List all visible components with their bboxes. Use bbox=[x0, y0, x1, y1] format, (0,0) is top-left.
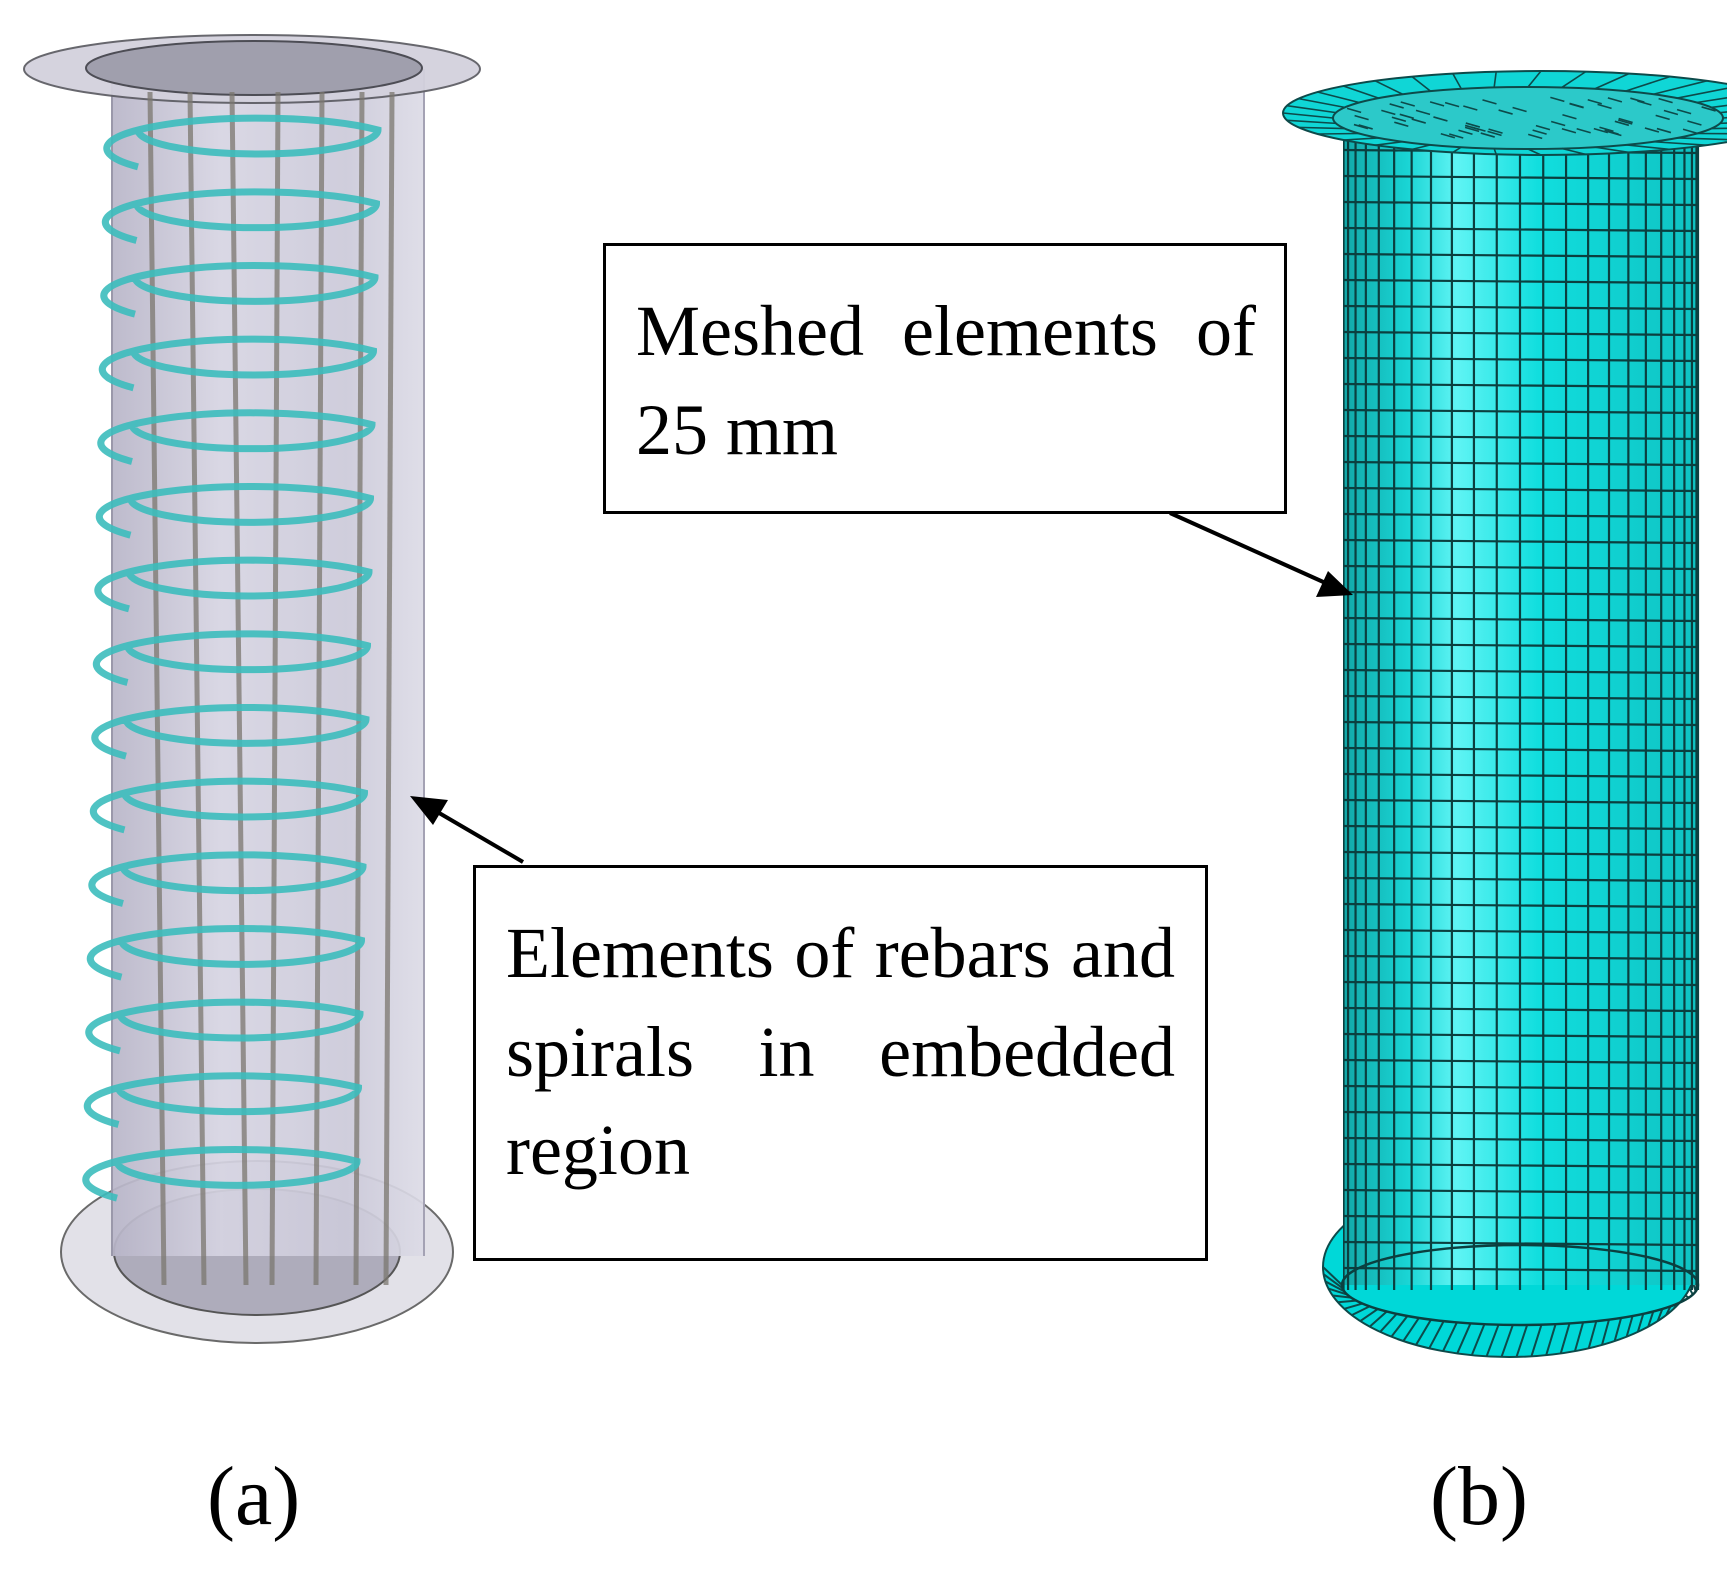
arrow-to-rebars bbox=[410, 796, 523, 862]
panel-label-b: (b) bbox=[1430, 1448, 1528, 1545]
top-cap-a bbox=[86, 41, 422, 95]
callout-rebars-spirals: Elements of rebars and spirals in embedd… bbox=[473, 865, 1208, 1261]
panel-label-a: (a) bbox=[207, 1448, 300, 1545]
panel-a-transparent-column bbox=[24, 35, 480, 1343]
arrow-to-mesh bbox=[1170, 513, 1353, 597]
callout-meshed-elements: Meshed elements of 25 mm bbox=[603, 243, 1287, 514]
panel-b-meshed-column bbox=[1283, 71, 1727, 1357]
